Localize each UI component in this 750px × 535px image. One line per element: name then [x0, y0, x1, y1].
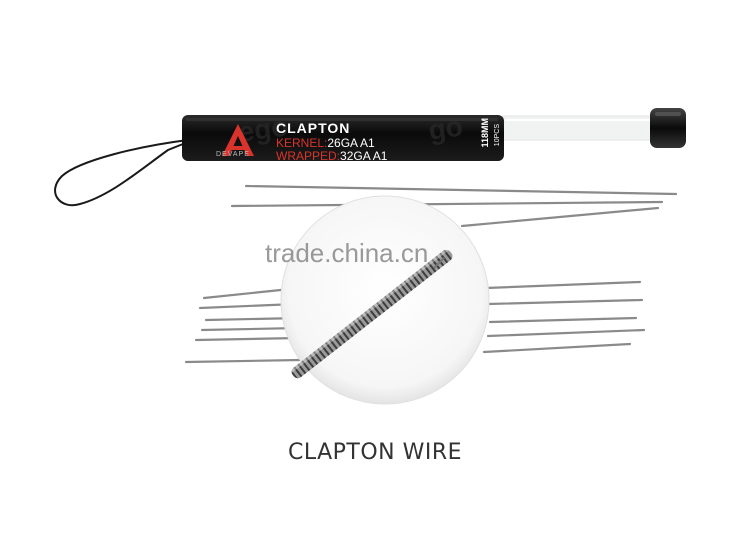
tube-title: CLAPTON	[276, 120, 351, 136]
tube-wrapped-spec: WRAPPED:32GA A1	[276, 149, 387, 163]
brand-logo-icon	[222, 124, 254, 156]
clapton-coil-icon	[289, 247, 453, 379]
tube-brand: DEVAPE	[216, 151, 250, 158]
lanyard-string	[54, 139, 189, 207]
wrapped-value: 32GA A1	[340, 149, 388, 163]
kernel-value: 26GA A1	[327, 136, 375, 150]
watermark: trade.china.cn	[265, 238, 429, 268]
kernel-label: KERNEL:	[276, 136, 328, 150]
label-tube	[182, 115, 504, 161]
tube-kernel-spec: KERNEL:26GA A1	[276, 136, 375, 150]
tube-count: 10PCS	[494, 124, 501, 147]
svg-text:go: go	[427, 110, 465, 145]
loose-wires	[184, 184, 678, 364]
tube-length: 118MM	[480, 118, 490, 148]
wrapped-label: WRAPPED:	[276, 149, 341, 163]
product-caption: CLAPTON WIRE	[287, 440, 463, 465]
tube-cap	[650, 108, 686, 148]
